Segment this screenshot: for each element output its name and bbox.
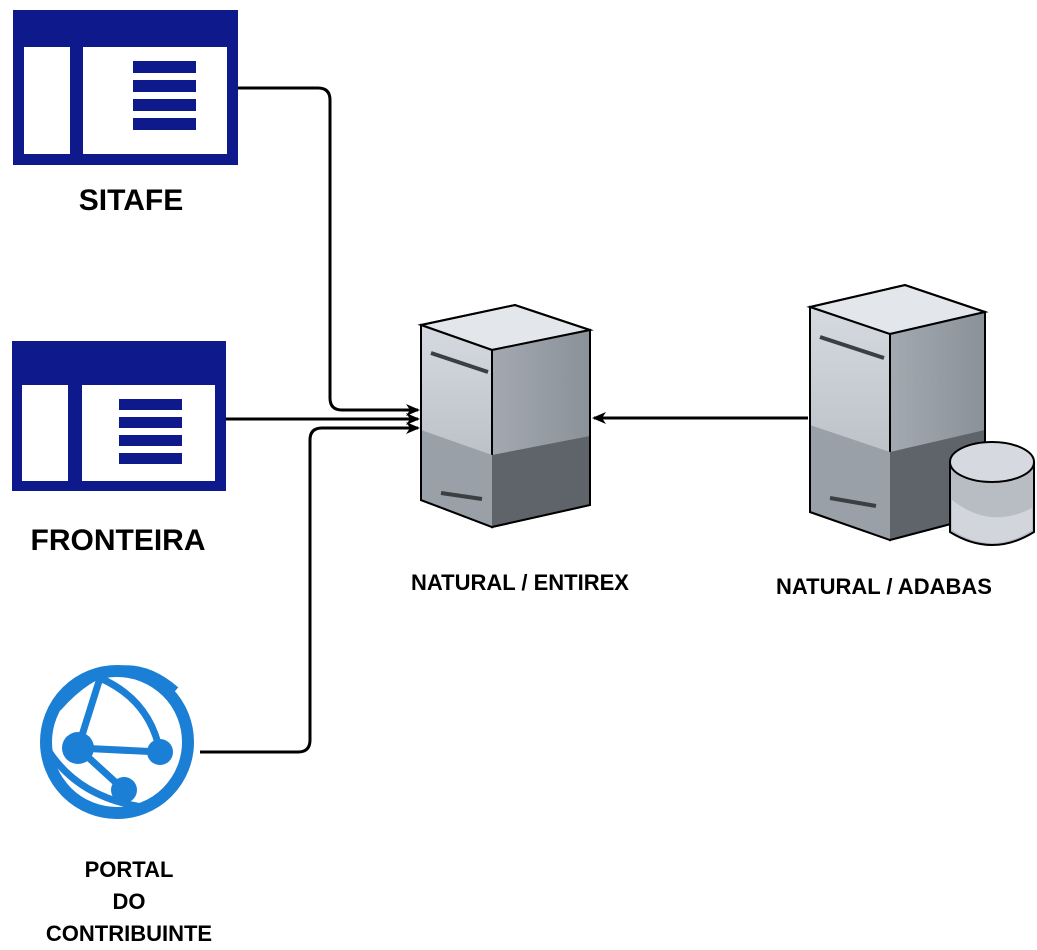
server-icon — [417, 303, 594, 529]
connector-lines — [200, 86, 808, 754]
edge-portal-entirex — [200, 422, 420, 754]
node-fronteira: FRONTEIRA — [12, 341, 226, 557]
edge-sitafe-entirex — [238, 86, 420, 416]
node-portal: PORTAL DO CONTRIBUINTE — [40, 665, 212, 946]
web-globe-icon — [40, 665, 194, 819]
node-label-sitafe: SITAFE — [79, 184, 183, 217]
node-label-portal-line-3: CONTRIBUINTE — [46, 921, 212, 946]
node-adabas: NATURAL / ADABAS — [776, 283, 1035, 599]
node-label-adabas: NATURAL / ADABAS — [776, 574, 992, 599]
application-window-icon — [12, 341, 226, 491]
node-entirex: NATURAL / ENTIREX — [411, 303, 629, 595]
server-database-icon — [806, 283, 1035, 546]
node-label-entirex: NATURAL / ENTIREX — [411, 570, 629, 595]
node-label-fronteira: FRONTEIRA — [31, 524, 206, 557]
application-window-icon — [13, 10, 238, 165]
node-label-portal-line-1: PORTAL — [85, 857, 174, 882]
node-sitafe: SITAFE — [13, 10, 238, 217]
node-label-portal-line-2: DO — [113, 889, 146, 914]
